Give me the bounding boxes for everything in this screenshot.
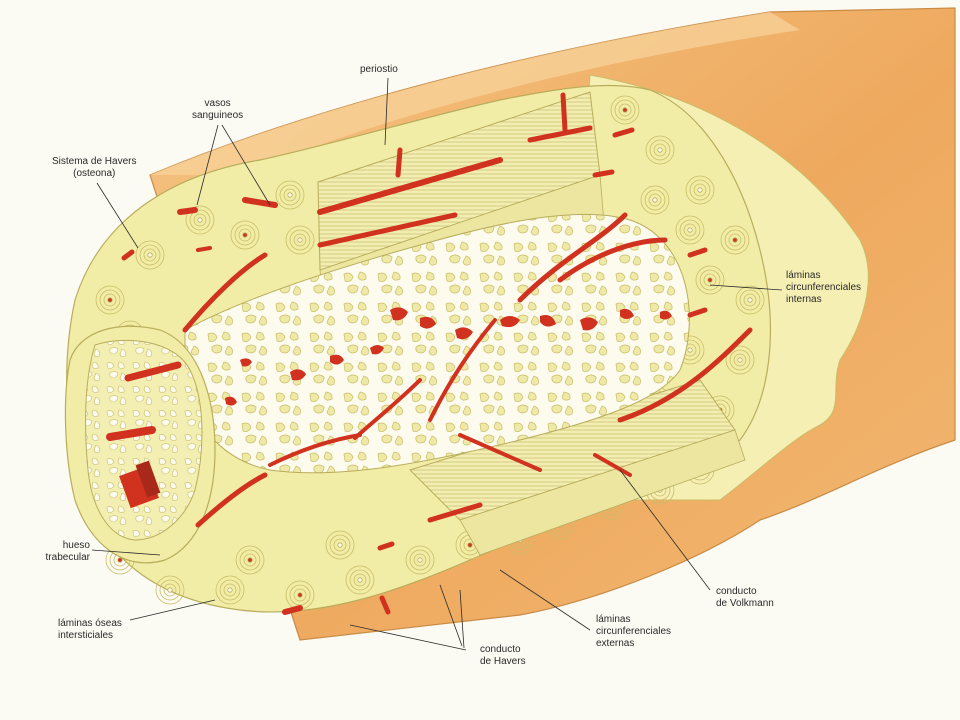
osteon xyxy=(610,95,640,125)
label-periostio: periostio xyxy=(360,64,398,76)
osteon xyxy=(185,205,215,235)
osteon xyxy=(675,215,705,245)
osteon xyxy=(645,135,675,165)
label-laminas-internas-line3: internas xyxy=(786,294,822,305)
osteon xyxy=(285,580,315,610)
label-conducto-volkmann: conducto de Volkmann xyxy=(716,586,774,610)
marrow-patches xyxy=(225,307,672,406)
label-laminas-externas: láminas circunferenciales externas xyxy=(596,614,671,650)
label-laminas-internas-line2: circunferenciales xyxy=(786,282,862,293)
label-periostio-text: periostio xyxy=(360,64,398,75)
leader-lines xyxy=(91,77,783,651)
label-havers-system: Sistema de Havers (osteona) xyxy=(52,156,136,180)
label-conducto-volkmann-line1: conducto xyxy=(716,586,757,597)
osteon xyxy=(725,345,755,375)
label-conducto-havers: conducto de Havers xyxy=(480,644,526,668)
osteon xyxy=(405,545,435,575)
osteon xyxy=(345,565,375,595)
osteon xyxy=(95,285,125,315)
label-laminas-internas-line1: láminas xyxy=(786,270,821,281)
label-laminas-externas-line1: láminas xyxy=(596,614,631,625)
osteon xyxy=(285,225,315,255)
osteon xyxy=(275,180,305,210)
label-vasos-line2: sanguineos xyxy=(192,110,244,121)
label-laminas-externas-line2: circunferenciales xyxy=(596,626,672,637)
label-havers-system-line2: (osteona) xyxy=(73,168,116,179)
osteon xyxy=(735,285,765,315)
label-hueso-trabecular: hueso trabecular xyxy=(44,540,90,564)
osteon xyxy=(235,545,265,575)
osteon xyxy=(325,530,355,560)
label-conducto-volkmann-line2: de Volkmann xyxy=(716,598,774,609)
label-conducto-havers-line2: de Havers xyxy=(480,656,526,667)
label-vasos: vasos sanguineos xyxy=(192,98,243,122)
label-laminas-externas-line3: externas xyxy=(596,638,635,649)
osteon xyxy=(720,225,750,255)
label-hueso-trabecular-line2: trabecular xyxy=(45,552,90,563)
osteon xyxy=(155,575,185,605)
label-conducto-havers-line1: conducto xyxy=(480,644,521,655)
osteon xyxy=(230,220,260,250)
label-laminas-intersticiales-line1: láminas óseas xyxy=(58,618,122,629)
label-hueso-trabecular-line1: hueso xyxy=(62,540,90,551)
osteon xyxy=(640,185,670,215)
label-havers-system-line1: Sistema de Havers xyxy=(52,156,137,167)
trabecular-core xyxy=(85,339,203,541)
label-laminas-intersticiales-line2: intersticiales xyxy=(58,630,114,641)
osteon xyxy=(215,575,245,605)
osteon xyxy=(695,265,725,295)
label-vasos-line1: vasos xyxy=(204,98,231,109)
label-laminas-intersticiales: láminas óseas intersticiales xyxy=(58,618,122,642)
blood-vessels xyxy=(106,92,753,615)
osteon xyxy=(685,175,715,205)
label-laminas-internas: láminas circunferenciales internas xyxy=(786,270,861,306)
osteon xyxy=(135,240,165,270)
